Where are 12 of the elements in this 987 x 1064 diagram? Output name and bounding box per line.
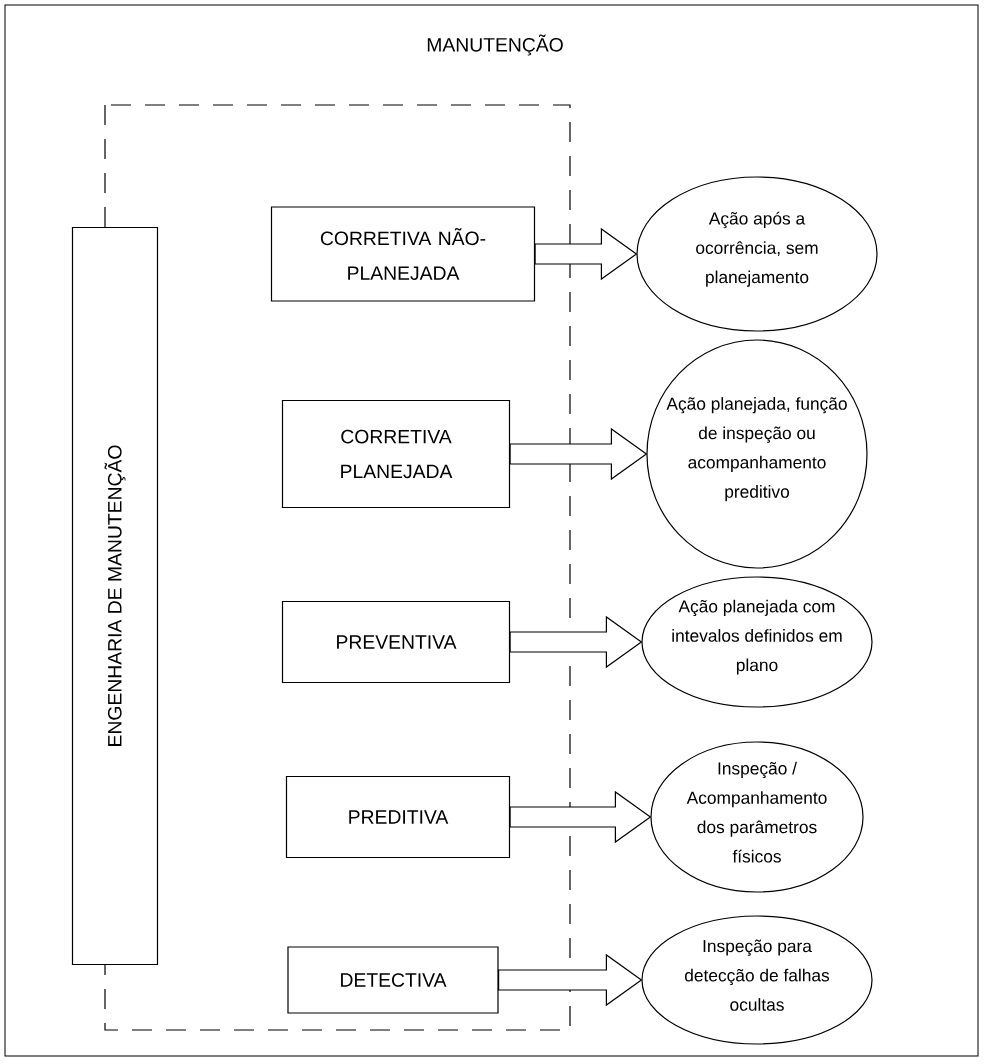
block-arrow — [498, 953, 643, 1007]
category-box: CORRETIVA PLANEJADA — [281, 399, 511, 509]
category-box: DETECTIVA — [287, 946, 499, 1014]
category-box: CORRETIVA NÃO-PLANEJADA — [270, 206, 536, 302]
block-arrow — [509, 790, 652, 844]
category-box: PREVENTIVA — [281, 600, 511, 684]
block-arrow — [534, 227, 638, 281]
category-box: PREDITIVA — [285, 775, 511, 859]
title: MANUTENÇÃO — [424, 33, 566, 57]
block-arrow — [509, 615, 643, 669]
vertical-box: ENGENHARIA DE MANUTENÇÃO — [71, 226, 159, 966]
block-arrow — [509, 427, 648, 481]
